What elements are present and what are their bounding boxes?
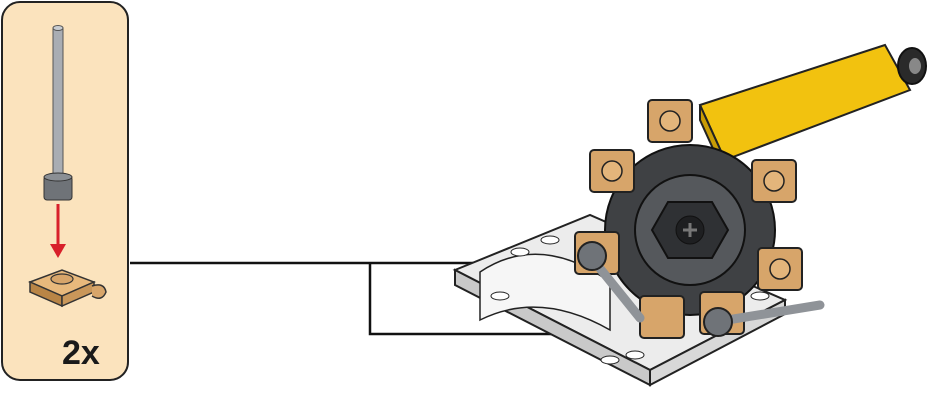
quantity-label: 2x <box>62 334 100 372</box>
yellow-beam <box>700 45 926 175</box>
callout-panel <box>2 2 128 380</box>
